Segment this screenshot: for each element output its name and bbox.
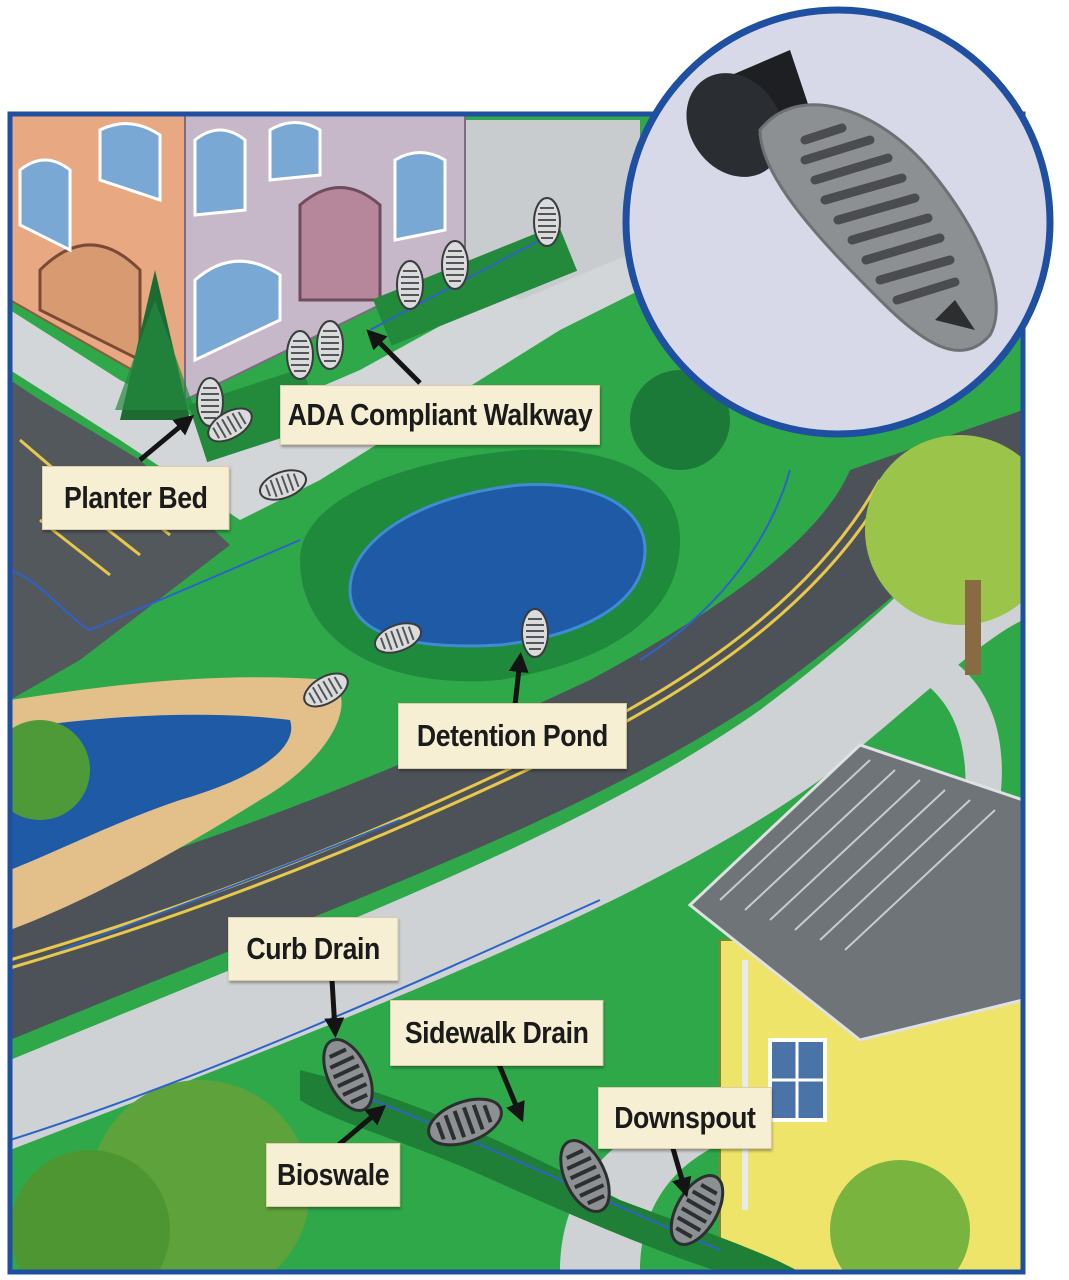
label-downspout: Downspout <box>598 1087 772 1149</box>
oval-drain-grate-icon <box>521 608 549 658</box>
drain-grate-pipe-icon <box>686 50 998 352</box>
tree-cluster <box>630 370 730 470</box>
label-sidewalk-drain: Sidewalk Drain <box>390 1000 604 1066</box>
deciduous-tree <box>865 435 1023 625</box>
label-planter-bed: Planter Bed <box>42 466 230 530</box>
oval-drain-grate-icon <box>533 197 561 247</box>
label-bioswale: Bioswale <box>266 1143 401 1207</box>
detention-pond-water <box>348 482 647 648</box>
street-sidewalk <box>10 540 1023 1150</box>
oval-drain-grate-icon <box>286 330 314 380</box>
oval-drain-grate-icon <box>396 260 424 310</box>
label-ada-compliant-walkway: ADA Compliant Walkway <box>280 385 600 445</box>
planter-bed-area-2 <box>372 224 578 346</box>
arrow-pointer-icon <box>138 329 692 1198</box>
label-curb-drain: Curb Drain <box>228 917 399 981</box>
oval-drain-grate-icon <box>316 320 344 370</box>
evergreen-tree <box>115 270 195 420</box>
office-building <box>10 114 466 402</box>
frame-border <box>7 111 1026 1275</box>
oval-drain-grate-icon <box>441 240 469 290</box>
inset-detail <box>622 6 1054 438</box>
label-detention-pond: Detention Pond <box>398 703 627 769</box>
